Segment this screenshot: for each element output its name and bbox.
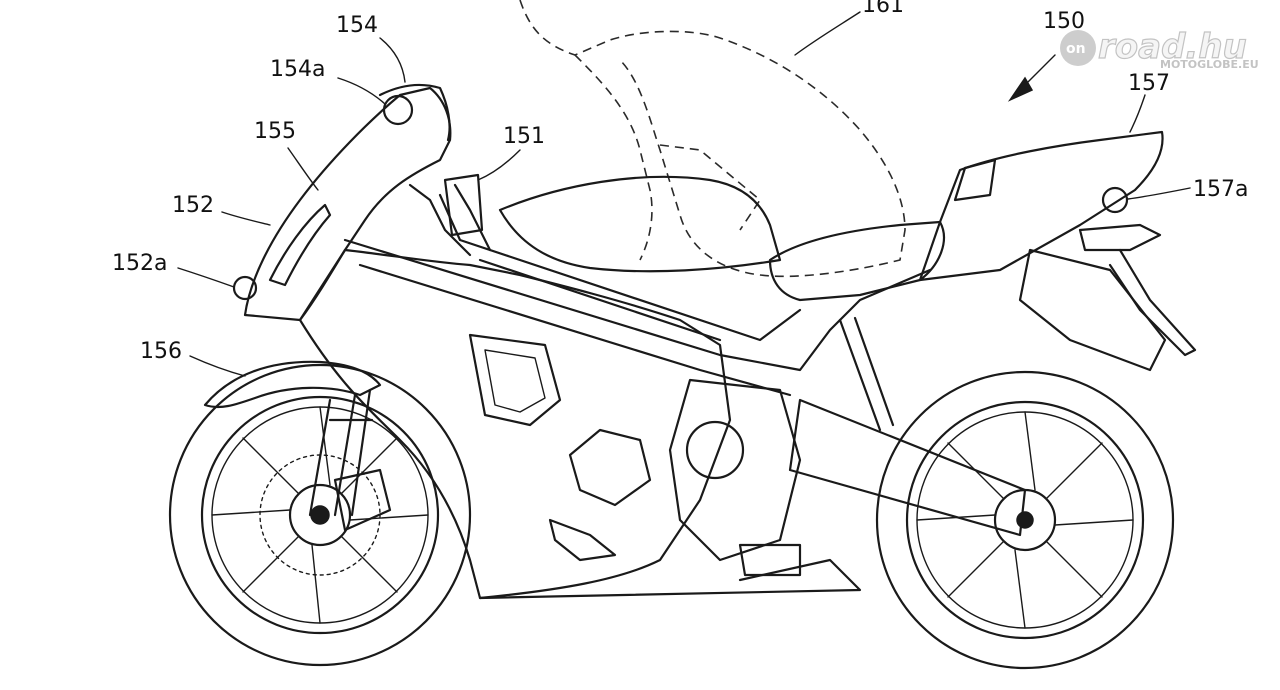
lower-cowl-vent xyxy=(568,428,652,507)
footpeg xyxy=(738,543,802,577)
front-fork xyxy=(308,388,374,517)
rider-outline xyxy=(519,0,906,278)
side-fairing xyxy=(298,248,732,600)
fairing-bottom xyxy=(478,558,862,600)
label-155: 155 xyxy=(254,119,296,144)
watermark: on road.hu MOTOGLOBE.EU xyxy=(1060,26,1259,71)
front-wheel xyxy=(168,363,472,667)
rear-signal-157a xyxy=(1101,186,1129,214)
rider-hand xyxy=(659,144,762,231)
lower-cowl-slot xyxy=(548,518,617,562)
rider-arm xyxy=(574,54,653,261)
swingarm xyxy=(788,398,1027,537)
brake-caliper xyxy=(333,468,392,532)
rear-shock xyxy=(838,316,895,432)
rear-wheel xyxy=(875,370,1175,670)
label-161: 161 xyxy=(862,0,904,18)
windscreen xyxy=(378,83,451,142)
label-154a: 154a xyxy=(270,57,325,82)
front-signal-152a xyxy=(232,275,258,301)
label-154: 154 xyxy=(336,13,378,38)
watermark-sub: MOTOGLOBE.EU xyxy=(1160,58,1259,71)
control-unit xyxy=(443,173,484,237)
label-156: 156 xyxy=(140,339,182,364)
watermark-badge xyxy=(1060,30,1096,66)
watermark-brand: road.hu xyxy=(1098,27,1247,67)
wiring-harness xyxy=(408,183,492,257)
engine-block xyxy=(668,378,802,562)
exhaust-muffler xyxy=(1018,248,1167,372)
rider-seat xyxy=(768,220,945,302)
fairing-vent xyxy=(468,333,562,427)
tail-seat-hump xyxy=(953,158,997,202)
mirror-lamp-154a xyxy=(382,94,414,126)
watermark-on: on xyxy=(1066,41,1086,57)
label-157a: 157a xyxy=(1193,177,1248,202)
fairing-vent-inner xyxy=(484,349,546,413)
main-frame xyxy=(343,238,932,397)
label-151: 151 xyxy=(503,124,545,149)
label-157: 157 xyxy=(1128,71,1170,96)
license-bracket xyxy=(1108,248,1197,357)
fuel-tank xyxy=(498,175,782,273)
label-152a: 152a xyxy=(112,251,167,276)
engine-cover xyxy=(685,420,745,480)
frame-spar xyxy=(438,193,802,342)
front-fender xyxy=(203,360,382,409)
tail-light-bracket xyxy=(1078,223,1162,252)
label-150: 150 xyxy=(1043,9,1085,34)
label-152: 152 xyxy=(172,193,214,218)
headlight-upper xyxy=(268,203,332,287)
leader-lines xyxy=(177,11,1191,377)
